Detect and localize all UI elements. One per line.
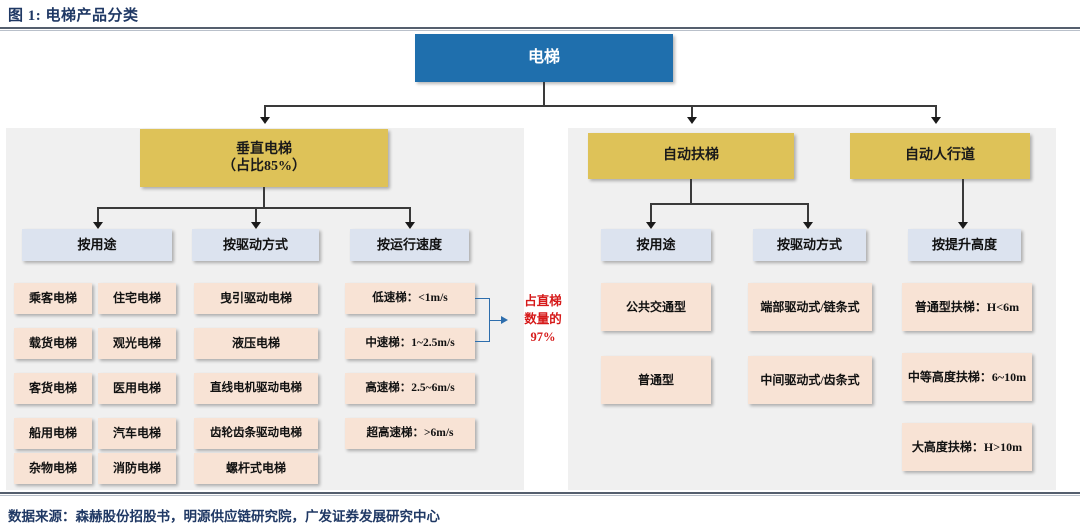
- annotation-line-1: 占直梯: [524, 294, 562, 308]
- arrow-root-to-escalator: [687, 117, 697, 124]
- connector-escalator-to-use: [650, 203, 652, 224]
- leaf-item[interactable]: 杂物电梯: [14, 453, 92, 484]
- connector-vertical-stem: [263, 187, 265, 208]
- connector-walkway-stem: [962, 179, 964, 224]
- connector-root-bus: [264, 105, 936, 107]
- title-divider: [0, 27, 1080, 29]
- leaf-item[interactable]: 住宅电梯: [98, 283, 176, 314]
- leaf-item[interactable]: 观光电梯: [98, 328, 176, 359]
- footer-divider-light: [0, 495, 1080, 496]
- header-esc-by-drive[interactable]: 按驱动方式: [753, 229, 866, 261]
- leaf-item[interactable]: 低速梯：<1m/s: [345, 283, 475, 314]
- leaf-item[interactable]: 汽车电梯: [98, 418, 176, 449]
- leaf-item[interactable]: 液压电梯: [194, 328, 318, 359]
- bracket-pointer-line: [489, 320, 502, 322]
- arrow-escalator-to-use: [646, 222, 656, 229]
- connector-vertical-to-speed: [409, 207, 411, 224]
- header-walk-by-height[interactable]: 按提升高度: [908, 229, 1021, 261]
- arrow-root-to-walkway: [931, 117, 941, 124]
- connector-vertical-to-use: [97, 207, 99, 224]
- node-moving-walkway[interactable]: 自动人行道: [850, 133, 1030, 179]
- arrow-vertical-to-drive: [251, 222, 261, 229]
- leaf-item[interactable]: 直线电机驱动电梯: [194, 373, 318, 404]
- footer-divider: [0, 492, 1080, 494]
- leaf-item[interactable]: 高速梯：2.5~6m/s: [345, 373, 475, 404]
- header-esc-by-use[interactable]: 按用途: [601, 229, 711, 261]
- leaf-item[interactable]: 螺杆式电梯: [194, 453, 318, 484]
- leaf-item[interactable]: 消防电梯: [98, 453, 176, 484]
- leaf-item[interactable]: 中等高度扶梯：6~10m: [902, 353, 1032, 401]
- leaf-item[interactable]: 曳引驱动电梯: [194, 283, 318, 314]
- node-vertical-elevator-line1: 垂直电梯: [236, 141, 292, 157]
- node-vertical-elevator[interactable]: 垂直电梯 （占比85%）: [140, 129, 388, 187]
- header-by-use[interactable]: 按用途: [22, 229, 172, 261]
- leaf-item[interactable]: 大高度扶梯：H>10m: [902, 423, 1032, 471]
- leaf-item[interactable]: 普通型: [601, 356, 711, 404]
- annotation-line-3: 97%: [530, 330, 556, 345]
- leaf-item[interactable]: 乘客电梯: [14, 283, 92, 314]
- connector-root-to-walkway: [935, 105, 937, 119]
- leaf-item[interactable]: 载货电梯: [14, 328, 92, 359]
- leaf-item[interactable]: 超高速梯：>6m/s: [345, 418, 475, 449]
- leaf-item[interactable]: 齿轮齿条驱动电梯: [194, 418, 318, 449]
- node-vertical-elevator-line2: （占比85%）: [222, 159, 306, 174]
- bracket-arrow-icon: [501, 316, 508, 324]
- bracket-top-arm: [475, 298, 490, 300]
- arrow-vertical-to-use: [93, 222, 103, 229]
- leaf-item[interactable]: 公共交通型: [601, 283, 711, 331]
- arrow-escalator-to-drive: [803, 222, 813, 229]
- header-by-speed[interactable]: 按运行速度: [350, 229, 469, 261]
- connector-root-to-vertical: [264, 105, 266, 119]
- header-by-drive[interactable]: 按驱动方式: [192, 229, 319, 261]
- annotation-line-2: 数量的: [524, 312, 562, 327]
- title-divider-light: [0, 30, 1080, 31]
- node-root-elevator[interactable]: 电梯: [415, 34, 673, 82]
- source-note: 数据来源：森赫股份招股书，明源供应链研究院，广发证券发展研究中心: [8, 509, 440, 524]
- connector-vertical-bus: [97, 207, 409, 209]
- leaf-item[interactable]: 中间驱动式/齿条式: [748, 356, 872, 404]
- arrow-vertical-to-speed: [405, 222, 415, 229]
- connector-vertical-to-drive: [255, 207, 257, 224]
- connector-escalator-to-drive: [807, 203, 809, 224]
- bracket-bottom-arm: [475, 341, 490, 343]
- leaf-item[interactable]: 船用电梯: [14, 418, 92, 449]
- page-title: 图 1: 电梯产品分类: [8, 8, 139, 24]
- leaf-item[interactable]: 客货电梯: [14, 373, 92, 404]
- arrow-root-to-vertical: [260, 117, 270, 124]
- connector-escalator-stem: [690, 179, 692, 204]
- arrow-walkway-to-height: [958, 222, 968, 229]
- leaf-item[interactable]: 普通型扶梯：H<6m: [902, 283, 1032, 331]
- leaf-item[interactable]: 中速梯：1~2.5m/s: [345, 328, 475, 359]
- node-escalator[interactable]: 自动扶梯: [588, 133, 794, 179]
- connector-root-stem: [543, 82, 545, 106]
- leaf-item[interactable]: 端部驱动式/链条式: [748, 283, 872, 331]
- connector-root-to-escalator: [691, 105, 693, 119]
- connector-escalator-bus: [650, 203, 808, 205]
- leaf-item[interactable]: 医用电梯: [98, 373, 176, 404]
- annotation-share-of-vertical: 占直梯 数量的 97%: [512, 292, 574, 346]
